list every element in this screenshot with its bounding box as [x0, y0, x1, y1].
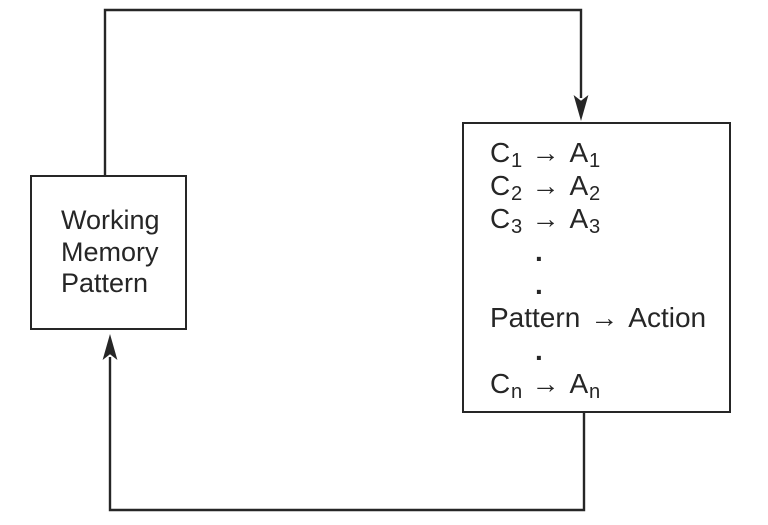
memory-to-rules-connector [103, 8, 583, 176]
condition-subscript: 1 [511, 150, 523, 173]
action-subscript: 1 [588, 150, 601, 173]
generic-rule: Pattern → Action [490, 301, 729, 334]
action-subscript: n [588, 381, 601, 404]
condition-symbol: C [490, 203, 511, 234]
action-subscript: 2 [588, 183, 601, 206]
rules-to-memory-connector [108, 357, 586, 512]
action-symbol: A [569, 203, 589, 234]
working-memory-label-line-3: Pattern [61, 268, 149, 298]
implies-arrow-icon: → [531, 203, 560, 234]
production-rule-n: Cn → An [490, 367, 729, 404]
production-rule-2: C2→A2 [490, 169, 729, 206]
condition-subscript: n [511, 381, 523, 404]
condition-symbol: C [490, 170, 511, 201]
working-memory-box: Working Memory Pattern [30, 175, 187, 330]
condition-subscript: 3 [511, 216, 523, 239]
ellipsis-dot: . [535, 269, 543, 300]
working-memory-label-line-2: Memory [61, 236, 159, 267]
production-rule-1: C1→A1 [490, 136, 729, 173]
arrowhead-down-icon [573, 95, 589, 121]
production-rule-3: C3→A3 [490, 202, 729, 239]
condition-symbol: C [490, 368, 511, 399]
arrowhead-up-icon [102, 334, 118, 360]
working-memory-label-line-1: Working [61, 205, 160, 235]
implies-arrow-icon: → [590, 302, 619, 333]
action-symbol: A [569, 137, 589, 168]
ellipsis-dot: . [535, 335, 543, 366]
ellipsis-dot: . [535, 236, 543, 267]
implies-arrow-icon: → [531, 170, 560, 201]
implies-arrow-icon: → [531, 368, 560, 399]
condition-symbol: Pattern [490, 302, 581, 333]
production-rules-box: C1→A1 C2→A2 C3→A3 . . Pattern→Action . C… [462, 122, 731, 413]
implies-arrow-icon: → [531, 137, 560, 168]
condition-subscript: 2 [511, 183, 523, 206]
action-symbol: A [569, 368, 589, 399]
condition-symbol: C [490, 137, 511, 168]
action-symbol: Action [628, 302, 707, 333]
action-subscript: 3 [588, 216, 601, 239]
action-symbol: A [569, 170, 589, 201]
